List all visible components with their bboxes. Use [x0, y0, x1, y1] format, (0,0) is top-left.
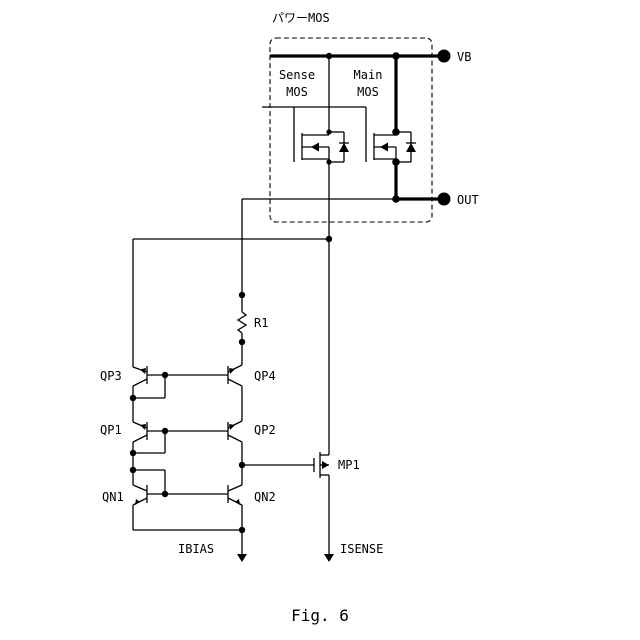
qn1-label: QN1 [102, 490, 124, 504]
qp1-transistor [133, 422, 165, 453]
ibias-label: IBIAS [178, 542, 214, 556]
sense-mos-label-2: MOS [286, 85, 308, 99]
out-node [242, 193, 451, 206]
isense-label: ISENSE [340, 542, 383, 556]
qn1-diode-link [130, 467, 168, 497]
qn1-transistor [133, 485, 165, 530]
vb-label: VB [457, 50, 471, 64]
sense-mos-label: Sense [279, 68, 315, 82]
mp1-gate-wire [239, 462, 314, 468]
qp1-label: QP1 [100, 423, 122, 437]
qn2-transistor [165, 485, 242, 530]
qp1-diode-link [130, 428, 168, 485]
r1-label: R1 [254, 316, 268, 330]
mp1-label: MP1 [338, 458, 360, 472]
out-label: OUT [457, 193, 479, 207]
qp3-diode-link [130, 372, 168, 422]
qp2-transistor [165, 421, 242, 485]
qp4-transistor [165, 365, 242, 421]
main-mos-label-2: MOS [357, 85, 379, 99]
mp1-transistor [314, 245, 334, 562]
qp4-label: QP4 [254, 369, 276, 383]
power-mos-label: パワーMOS [272, 11, 330, 25]
qp3-transistor [133, 366, 165, 398]
figure-caption: Fig. 6 [0, 606, 640, 625]
vb-rail [270, 50, 451, 63]
main-mos-label: Main [354, 68, 383, 82]
gate-line [262, 107, 366, 131]
qp2-label: QP2 [254, 423, 276, 437]
out-to-r1-wire [239, 199, 245, 298]
sense-line [133, 236, 332, 367]
r1-resistor [238, 295, 246, 365]
qn2-label: QN2 [254, 490, 276, 504]
qp3-label: QP3 [100, 369, 122, 383]
